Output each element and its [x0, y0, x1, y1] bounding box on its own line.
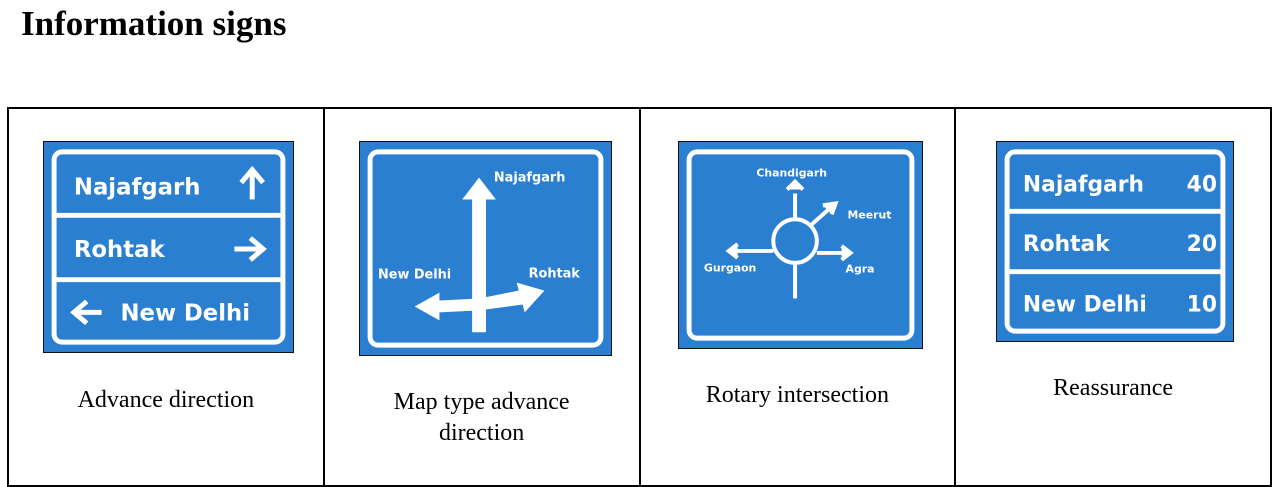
rotary-label-northeast: Meerut: [847, 208, 891, 221]
reassurance-distance: 20: [1187, 232, 1217, 257]
sign-cell-reassurance: Najafgarh 40 Rohtak 20 New Delhi 10 Reas…: [954, 107, 1272, 487]
arrow-right-icon: [478, 282, 545, 313]
map-label-north: Najafgarh: [494, 171, 565, 186]
page-title: Information signs: [21, 4, 287, 43]
caption-reassurance: Reassurance: [1053, 375, 1174, 401]
roundabout-icon: [724, 178, 854, 299]
reassurance-sign-graphic: Najafgarh 40 Rohtak 20 New Delhi 10: [1004, 149, 1226, 334]
caption-rotary: Rotary intersection: [705, 382, 890, 408]
rotary-sign: Chandigarh Meerut Gurgaon Agra: [677, 141, 923, 349]
signs-table: Najafgarh Rohtak: [7, 107, 1272, 487]
caption-map-type: Map type advance direction: [393, 389, 570, 446]
arrow-up-icon: [461, 177, 496, 333]
advance-row-label: Rohtak: [74, 237, 166, 263]
reassurance-place: Najafgarh: [1023, 173, 1144, 198]
map-label-east: Rohtak: [528, 267, 580, 282]
map-type-sign: Najafgarh New Delhi Rohtak: [358, 141, 612, 356]
arrow-right-icon: [234, 236, 267, 262]
sign-cell-advance-direction: Najafgarh Rohtak: [7, 107, 325, 487]
advance-row-label: Najafgarh: [74, 175, 201, 201]
advance-row-label: New Delhi: [120, 300, 250, 326]
arrow-up-icon: [239, 165, 265, 200]
rotary-label-east: Agra: [845, 263, 874, 276]
reassurance-distance: 40: [1187, 173, 1217, 198]
map-type-sign-graphic: Najafgarh New Delhi Rohtak: [367, 149, 604, 348]
map-label-west: New Delhi: [378, 268, 451, 283]
sign-cell-map-type: Najafgarh New Delhi Rohtak Map type adva…: [322, 107, 641, 487]
rotary-label-west: Gurgaon: [703, 262, 755, 275]
reassurance-place: Rohtak: [1023, 232, 1110, 257]
reassurance-sign: Najafgarh 40 Rohtak 20 New Delhi 10: [996, 141, 1235, 342]
arrow-left-icon: [70, 299, 102, 326]
rotary-label-north: Chandigarh: [756, 167, 827, 180]
caption-advance-direction: Advance direction: [77, 387, 255, 413]
rotary-sign-graphic: Chandigarh Meerut Gurgaon Agra: [686, 149, 914, 341]
reassurance-place: New Delhi: [1023, 292, 1147, 317]
sign-cell-rotary: Chandigarh Meerut Gurgaon Agra Rotary in…: [638, 107, 957, 487]
arrow-left-icon: [414, 292, 479, 321]
advance-direction-sign: Najafgarh Rohtak: [43, 141, 294, 353]
reassurance-distance: 10: [1187, 292, 1217, 317]
advance-direction-sign-graphic: Najafgarh Rohtak: [51, 149, 286, 345]
signs-row: Najafgarh Rohtak: [7, 107, 1272, 487]
